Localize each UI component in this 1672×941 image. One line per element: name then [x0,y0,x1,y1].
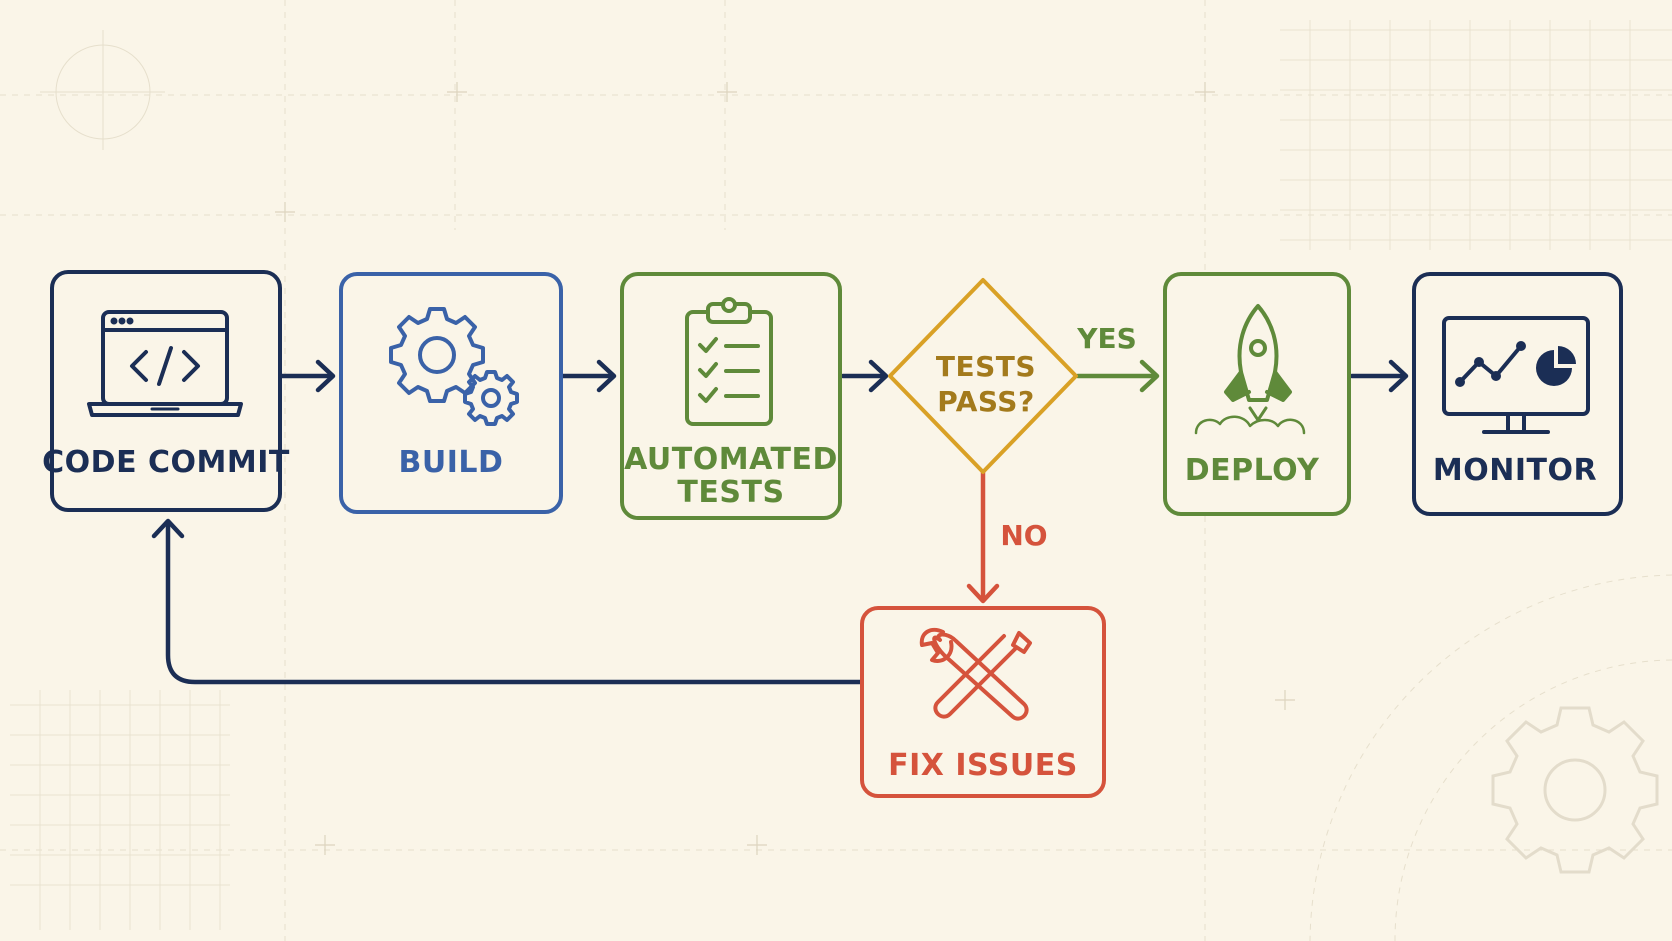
monitor-label: MONITOR [1433,453,1597,488]
decision-label-line2: PASS? [937,385,1034,418]
checklist-clipboard-icon [685,297,773,426]
node-deploy: DEPLOY [1163,272,1351,516]
gears-icon [389,307,519,426]
automated-tests-label-line1: AUTOMATED [624,442,838,477]
node-monitor: MONITOR [1412,272,1623,516]
decision-tests-pass: TESTS PASS? [888,278,1078,474]
arrow-commit-to-build [279,359,336,393]
code-commit-label: CODE COMMIT [42,445,290,480]
arrow-decision-no-to-fix [966,469,1000,604]
node-code-commit: CODE COMMIT [42,270,290,512]
rocket-icon [1194,304,1306,435]
arrow-tests-to-decision [840,359,889,393]
decision-label-line1: TESTS [936,350,1036,383]
wrench-screwdriver-icon [919,627,1032,721]
arrow-deploy-to-monitor [1349,359,1409,393]
build-label: BUILD [399,445,504,480]
deploy-label: DEPLOY [1185,453,1320,488]
node-automated-tests: AUTOMATED TESTS [620,272,842,520]
yes-label: YES [1076,322,1137,355]
arrow-fix-back-to-commit [151,518,863,685]
background-gear-icon [1491,706,1659,874]
automated-tests-label-line2: TESTS [677,475,784,510]
laptop-code-icon [87,310,243,417]
node-build: BUILD [339,272,563,514]
monitor-chart-icon [1442,316,1590,434]
no-label: NO [1000,519,1047,552]
node-fix-issues: FIX ISSUES [860,606,1106,798]
fix-issues-label: FIX ISSUES [888,748,1078,783]
arrow-build-to-tests [560,359,617,393]
arrow-decision-yes-to-deploy [1075,359,1160,393]
